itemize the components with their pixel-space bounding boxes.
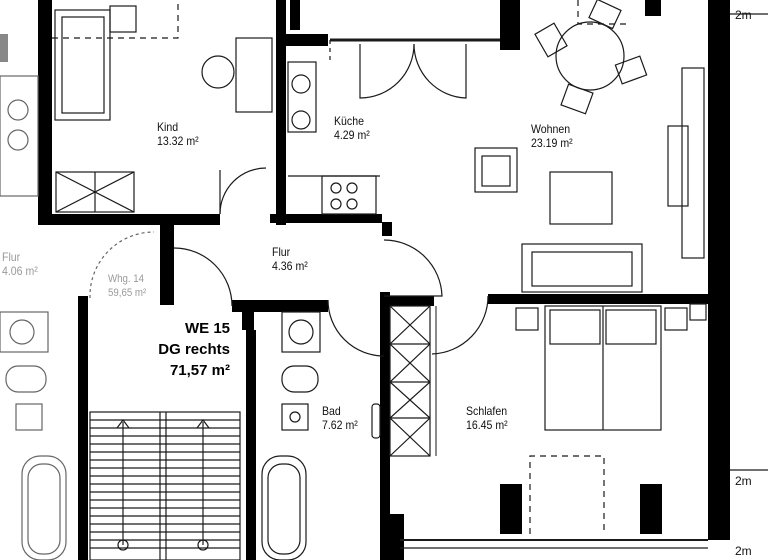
unit-area: 71,57 m² bbox=[169, 362, 230, 379]
neighbour-whg-label: Whg. 14 59,65 m² bbox=[108, 273, 147, 299]
room-label-wohnen: Wohnen 23.19 m² bbox=[531, 122, 573, 150]
room-label-schlafen: Schlafen 16.45 m² bbox=[466, 404, 508, 432]
staircase bbox=[89, 411, 241, 560]
level-marker-top: 2m bbox=[735, 8, 752, 22]
room-label-kind: Kind 13.32 m² bbox=[157, 120, 199, 148]
room-label-flur: Flur 4.36 m² bbox=[272, 245, 308, 273]
walls bbox=[0, 0, 730, 560]
room-label-bad: Bad 7.62 m² bbox=[322, 404, 358, 432]
room-label-kueche: Küche 4.29 m² bbox=[334, 114, 370, 142]
unit-code: WE 15 bbox=[184, 320, 230, 337]
level-marker-bottom: 2m bbox=[735, 544, 752, 558]
neighbour-flur-label: Flur 4.06 m² bbox=[2, 250, 38, 278]
level-marker-middle: 2m bbox=[735, 474, 752, 488]
level-lines bbox=[730, 13, 768, 471]
unit-position: DG rechts bbox=[158, 341, 230, 358]
unit-title: WE 15 DG rechts 71,57 m² bbox=[120, 318, 230, 381]
